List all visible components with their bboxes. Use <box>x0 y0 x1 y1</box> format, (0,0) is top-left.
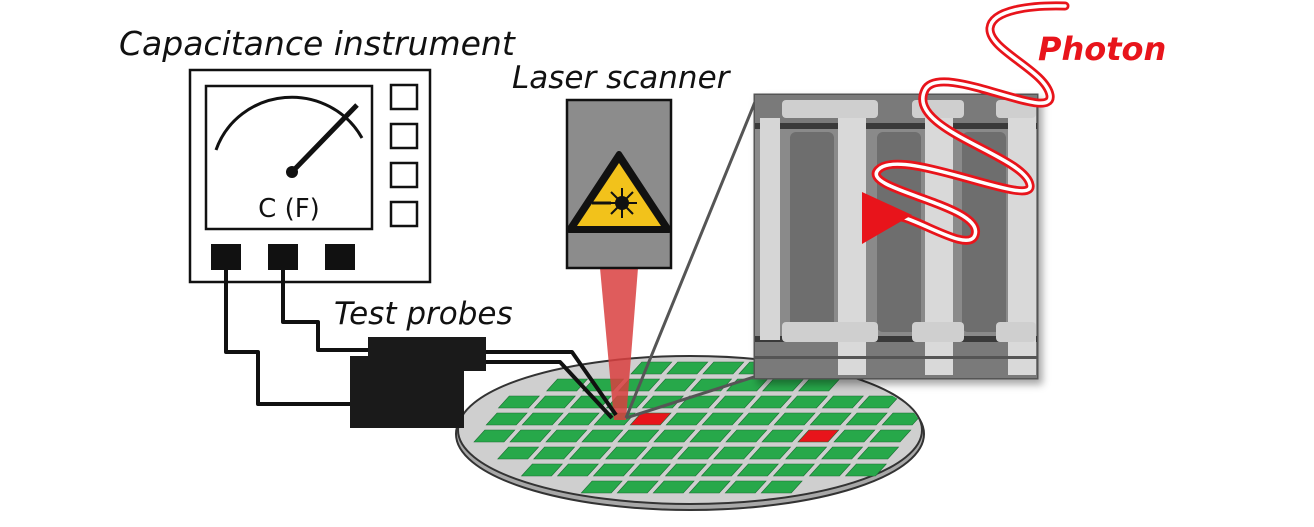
meter-unit-label: C (F) <box>258 194 320 224</box>
probes-label: Test probes <box>334 296 513 332</box>
gauge-pivot <box>286 166 298 178</box>
scanner-label: Laser scanner <box>512 60 732 96</box>
terminal-1 <box>211 244 241 270</box>
capacitance-instrument: C (F) <box>190 70 430 282</box>
instrument-button-3[interactable] <box>391 163 417 187</box>
instrument-button-2[interactable] <box>391 124 417 148</box>
terminal-3 <box>325 244 355 270</box>
sem-micrograph-inset <box>755 95 1037 378</box>
instrument-label: Capacitance instrument <box>119 24 516 63</box>
probe-cables <box>226 270 370 404</box>
instrument-button-1[interactable] <box>391 85 417 109</box>
laser-scanner <box>567 100 671 268</box>
terminal-2 <box>268 244 298 270</box>
instrument-button-4[interactable] <box>391 202 417 226</box>
photon-label: Photon <box>1038 30 1166 68</box>
